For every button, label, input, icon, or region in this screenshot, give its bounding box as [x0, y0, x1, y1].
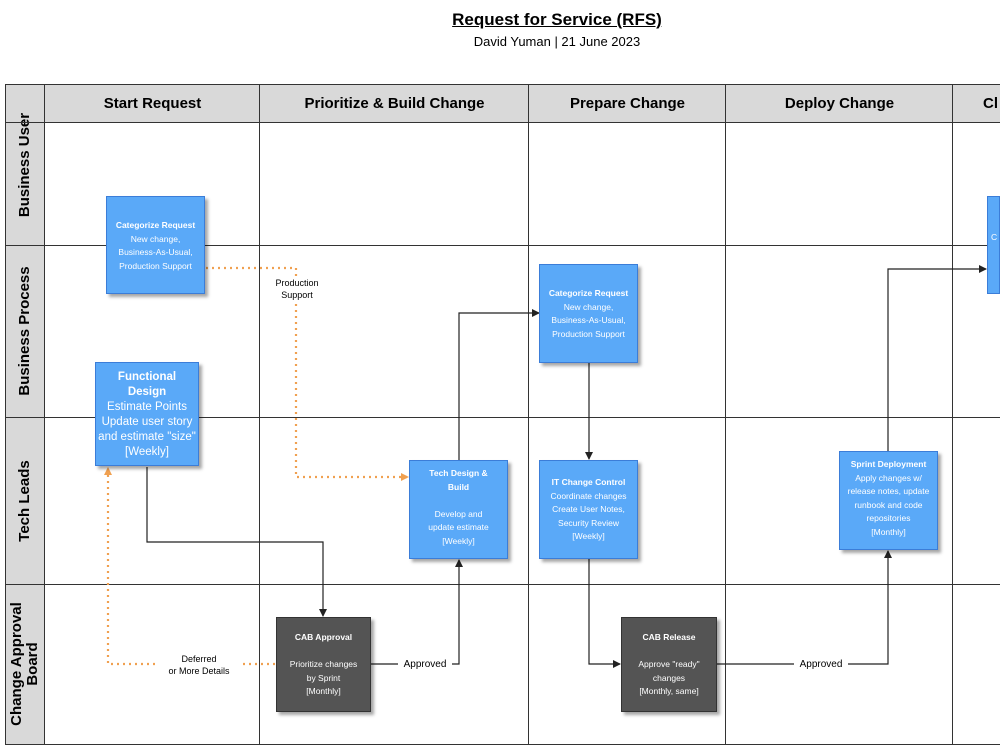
phase-label: Prioritize & Build Change	[304, 94, 485, 112]
phase-header-prioritize-build: Prioritize & Build Change	[259, 84, 529, 122]
grid-line	[725, 84, 726, 745]
node-cab-release: CAB Release Approve "ready" changes [Mon…	[621, 617, 717, 712]
phase-header-prepare-change: Prepare Change	[528, 84, 726, 122]
node-line: C	[991, 232, 998, 242]
node-line: Business-As-Usual,	[118, 247, 193, 257]
node-it-change-control: IT Change Control Coordinate changes Cre…	[539, 460, 638, 559]
node-title: Tech Design & Build	[429, 468, 488, 492]
node-line: Production Support	[119, 260, 192, 271]
edge-deploy-to-close	[887, 265, 987, 451]
edge-label-line: Approved	[799, 659, 843, 670]
grid-line	[259, 84, 260, 745]
grid-line	[5, 84, 1000, 85]
edge-label-line: Support	[281, 290, 313, 300]
grid-line	[528, 84, 529, 745]
node-title: Categorize Request	[115, 220, 196, 230]
grid-line	[5, 744, 1000, 745]
edge-production-support	[206, 266, 409, 481]
node-tech-design-build: Tech Design & Build Develop and update e…	[409, 460, 508, 559]
grid-line	[5, 245, 1000, 246]
phase-header-deploy-change: Deploy Change	[725, 84, 953, 122]
node-line: Develop and	[434, 508, 483, 519]
node-line: and estimate "size"	[98, 431, 196, 443]
node-line: Prioritize changes	[289, 659, 358, 669]
node-line: [Weekly]	[572, 531, 605, 541]
lane-header-change-approval-board: Change Approval Board	[5, 584, 44, 744]
node-line: [Monthly]	[871, 526, 906, 537]
grid-line	[952, 84, 953, 745]
edge-label-line: or More Details	[168, 666, 230, 676]
edge-label-approved-1: Approved	[398, 659, 452, 671]
node-line: Coordinate changes	[550, 490, 627, 501]
node-line: [Monthly, same]	[639, 686, 699, 696]
node-line: Business-As-Usual,	[551, 315, 626, 325]
node-line: Production Support	[552, 328, 625, 339]
lane-header-tech-leads: Tech Leads	[5, 417, 44, 584]
phase-label: Start Request	[103, 94, 202, 112]
node-line: New change,	[130, 233, 181, 244]
node-sprint-deployment: Sprint Deployment Apply changes w/ relea…	[839, 451, 938, 550]
node-line: Apply changes w/	[855, 472, 922, 483]
node-line: repositories	[866, 513, 911, 523]
node-line: update estimate	[428, 522, 489, 532]
grid-line	[5, 122, 1000, 123]
edge-control-to-release	[588, 559, 621, 668]
edge-approved-2	[717, 550, 892, 665]
phase-label: Cl	[983, 94, 998, 112]
node-line: [Weekly]	[125, 446, 169, 458]
node-line: [Monthly]	[306, 686, 341, 696]
node-line	[424, 494, 493, 508]
node-title: Sprint Deployment	[850, 459, 927, 469]
edge-label-deferred: Deferred or More Details	[158, 653, 240, 677]
edge-design-to-cab	[146, 467, 327, 617]
edge-label-production-support: Production Support	[265, 277, 329, 301]
edge-label-line: Deferred	[181, 654, 217, 664]
phase-label: Prepare Change	[569, 94, 686, 112]
diagram-subtitle: David Yuman | 21 June 2023	[473, 34, 641, 49]
edge-approved-1	[371, 559, 463, 665]
node-line	[277, 645, 370, 659]
node-line: by Sprint	[306, 672, 341, 683]
edge-deferred	[104, 467, 275, 666]
node-line: changes	[652, 672, 686, 683]
edge-label-line: Approved	[403, 659, 447, 670]
node-cab-approval: CAB Approval Prioritize changes by Sprin…	[276, 617, 371, 712]
node-line: release notes, update	[847, 486, 930, 496]
node-categorize-request-2: Categorize Request New change, Business-…	[539, 264, 638, 363]
node-title: Functional Design	[117, 371, 177, 398]
node-line: Update user story	[101, 416, 193, 428]
node-categorize-request-1: Categorize Request New change, Business-…	[106, 196, 205, 294]
node-line: New change,	[563, 301, 614, 312]
diagram-title: Request for Service (RFS)	[452, 10, 662, 29]
phase-label: Deploy Change	[784, 94, 895, 112]
edge-label-approved-2: Approved	[794, 659, 848, 671]
node-title: CAB Release	[642, 632, 696, 642]
phase-header-start-request: Start Request	[44, 84, 260, 122]
grid-line	[5, 584, 1000, 585]
node-title: Categorize Request	[548, 288, 629, 298]
node-line: Estimate Points	[107, 401, 187, 413]
node-line: runbook and code	[854, 499, 923, 510]
node-functional-design: Functional Design Estimate Points Update…	[95, 362, 199, 466]
node-close-partial: C	[987, 196, 1000, 294]
grid-line	[44, 84, 45, 745]
node-line: Security Review	[558, 517, 619, 528]
node-line: [Weekly]	[442, 535, 475, 546]
node-title: IT Change Control	[551, 477, 626, 487]
diagram-header: Request for Service (RFS) David Yuman | …	[0, 0, 1000, 80]
grid-line	[5, 84, 6, 745]
node-title: CAB Approval	[294, 632, 353, 642]
grid-line	[5, 417, 1000, 418]
edge-label-line: Production	[275, 278, 319, 288]
lane-header-business-process: Business Process	[5, 245, 44, 417]
node-line: Create User Notes,	[552, 504, 625, 514]
edge-build-to-categorize	[458, 309, 540, 460]
node-line: Approve "ready"	[638, 659, 700, 669]
node-line	[622, 645, 716, 659]
lane-header-business-user: Business User	[5, 84, 44, 245]
